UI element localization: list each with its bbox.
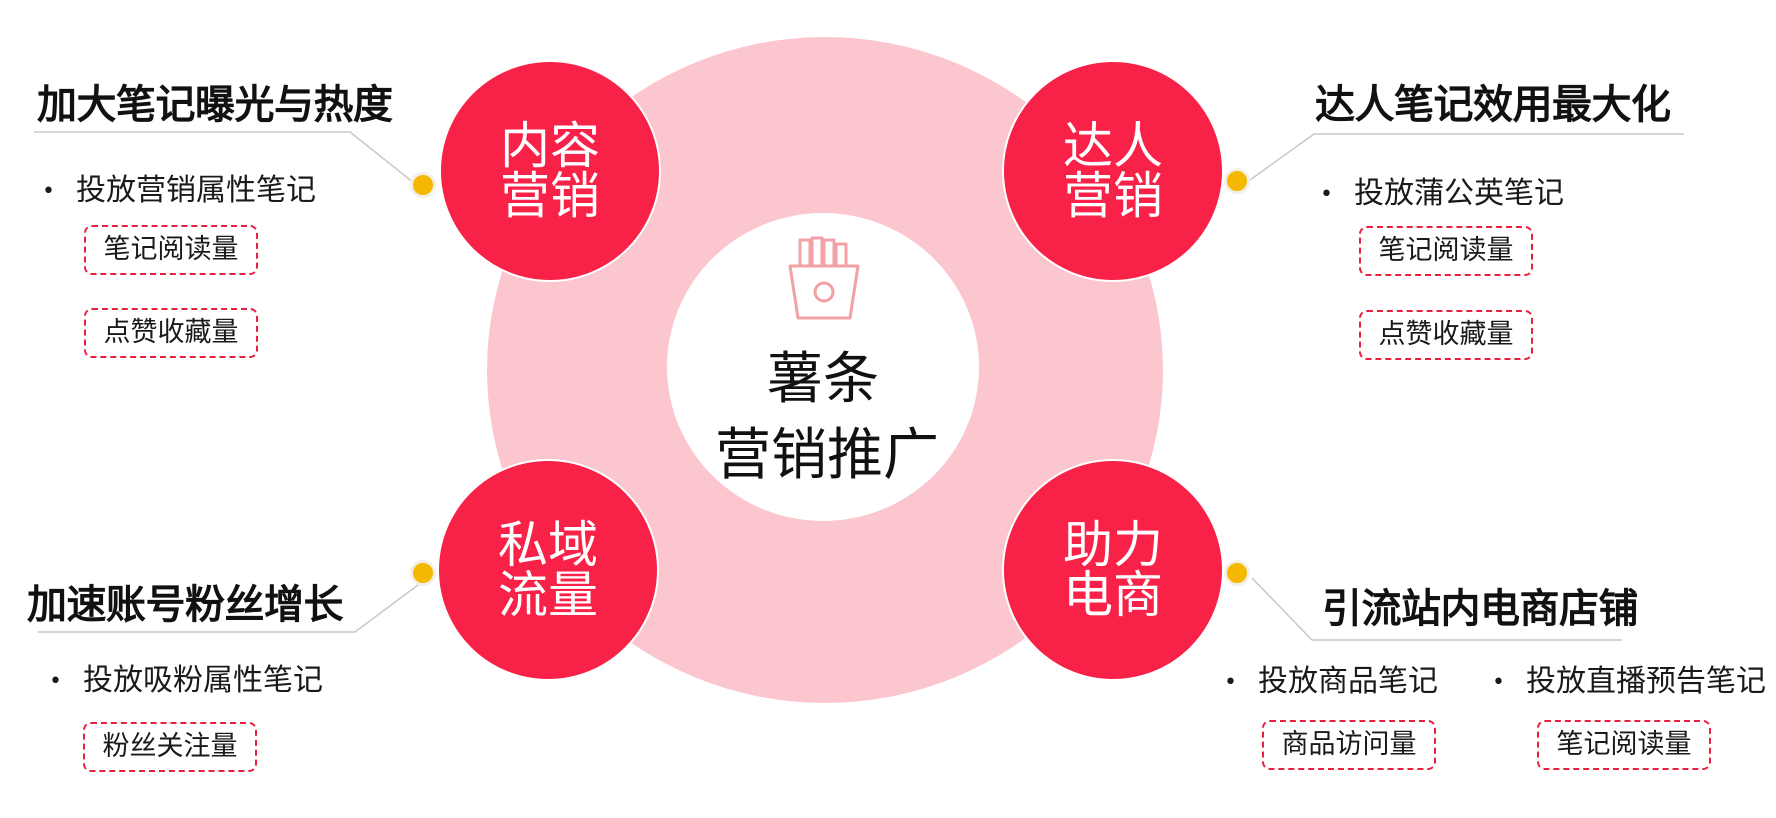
bullet-dot: • — [1224, 670, 1237, 695]
metric-tag: 商品访问量 — [1262, 720, 1436, 770]
node-label: 助力电商 — [1063, 516, 1163, 624]
metric-tag: 笔记阅读量 — [84, 225, 258, 275]
bullet-text: 投放商品笔记 — [1258, 664, 1438, 699]
bullet-dot: • — [42, 179, 55, 204]
bullet-dot: • — [49, 669, 62, 694]
bullet-text: 投放吸粉属性笔记 — [83, 663, 323, 698]
node-private-traffic[interactable]: 私域流量 — [437, 459, 659, 681]
section-title-top-left: 加大笔记曝光与热度 — [37, 82, 393, 128]
metric-tag: 点赞收藏量 — [84, 308, 258, 358]
connector-top-left — [34, 131, 415, 184]
metric-tag: 粉丝关注量 — [83, 722, 257, 772]
metric-tag: 点赞收藏量 — [1359, 310, 1533, 360]
fries-icon — [788, 236, 860, 320]
node-label: 达人营销 — [1063, 117, 1163, 225]
connector-dot-bottom-right — [1224, 560, 1250, 586]
center-title-line2: 营销推广 — [715, 423, 939, 488]
section-title-bottom-left: 加速账号粉丝增长 — [27, 582, 344, 628]
section-title-bottom-right: 引流站内电商店铺 — [1322, 586, 1639, 632]
node-label: 内容营销 — [500, 117, 600, 225]
bullet-text: 投放直播预告笔记 — [1526, 664, 1766, 699]
connector-dot-bottom-left — [410, 560, 436, 586]
bullet-item-top-left: • 投放营销属性笔记 — [42, 165, 316, 209]
connector-bottom-right — [1251, 577, 1622, 641]
bullet-text: 投放营销属性笔记 — [76, 173, 316, 208]
bullet-item-bottom-right: • 投放直播预告笔记 — [1492, 656, 1766, 700]
center-title-line1: 薯条 — [767, 347, 879, 412]
node-influencer-marketing[interactable]: 达人营销 — [1002, 60, 1224, 282]
bullet-dot: • — [1492, 670, 1505, 695]
connector-bottom-left — [38, 584, 419, 633]
metric-tag: 笔记阅读量 — [1359, 226, 1533, 276]
connector-top-right — [1249, 133, 1684, 181]
bullet-item-top-right: • 投放蒲公英笔记 — [1320, 168, 1564, 212]
node-content-marketing[interactable]: 内容营销 — [439, 60, 661, 282]
connector-dot-top-left — [410, 172, 436, 198]
bullet-item-bottom-right: • 投放商品笔记 — [1224, 656, 1438, 700]
bullet-text: 投放蒲公英笔记 — [1354, 176, 1564, 211]
metric-tag: 笔记阅读量 — [1537, 720, 1711, 770]
node-ecommerce[interactable]: 助力电商 — [1002, 459, 1224, 681]
section-title-top-right: 达人笔记效用最大化 — [1315, 82, 1671, 128]
node-label: 私域流量 — [498, 516, 598, 624]
bullet-item-bottom-left: • 投放吸粉属性笔记 — [49, 655, 323, 699]
bullet-dot: • — [1320, 182, 1333, 207]
connector-dot-top-right — [1224, 168, 1250, 194]
